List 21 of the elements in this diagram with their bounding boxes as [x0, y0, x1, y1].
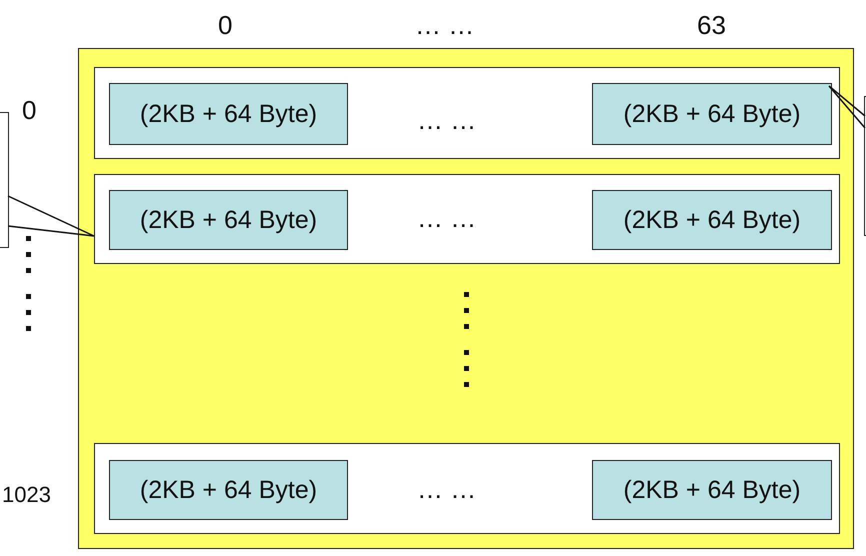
page-box: (2KB + 64 Byte)	[592, 460, 832, 520]
memory-block	[78, 48, 854, 549]
index-label: 0	[22, 97, 36, 123]
ellipsis-text: … …	[417, 205, 476, 231]
callout-tail	[7, 195, 95, 237]
index-label: 1023	[2, 484, 51, 506]
block-row	[94, 174, 840, 264]
callout-bubble	[0, 112, 9, 248]
callout-tail	[828, 85, 866, 129]
ellipsis-text: … …	[417, 107, 476, 133]
page-box: (2KB + 64 Byte)	[592, 190, 832, 250]
ellipsis-text: … …	[415, 12, 474, 38]
block-row	[94, 67, 840, 159]
index-label: 0	[218, 12, 232, 38]
block-row	[94, 443, 840, 534]
page-box: (2KB + 64 Byte)	[109, 190, 348, 250]
page-box: (2KB + 64 Byte)	[592, 83, 832, 145]
page-box: (2KB + 64 Byte)	[109, 460, 348, 520]
index-label: 63	[697, 12, 726, 38]
ellipsis-text: … …	[417, 476, 476, 502]
page-box: (2KB + 64 Byte)	[109, 83, 348, 145]
